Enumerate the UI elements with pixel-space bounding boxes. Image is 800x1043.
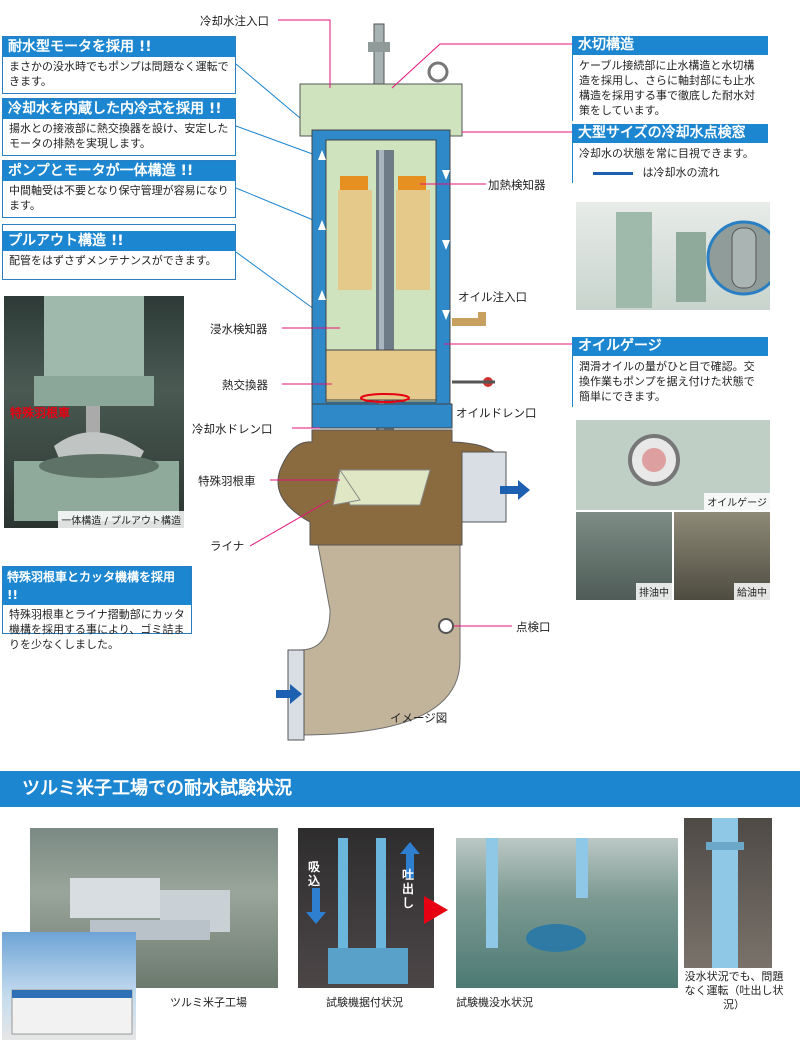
building-illustration [11,989,133,1035]
label-inspection-port: 点検口 [516,620,551,634]
caption-submerged: 試験機没水状況 [456,996,533,1009]
section-title: ツルミ米子工場での耐水試験状況 [0,771,800,807]
feature-box-impeller: 特殊羽根車とカッタ機構を採用 !! 特殊羽根車とライナ摺動部にカッタ機構を採用す… [2,566,192,651]
feature-title: 耐水型モータを採用 !! [3,37,235,57]
factory-building-photo [2,932,136,1040]
label-liner: ライナ [210,539,245,553]
feature-title: 特殊羽根車とカッタ機構を採用 !! [3,567,191,605]
feature-body: 潤滑オイルの量がひと目で確認。交換作業もポンプを据え付けた状態で簡単にできます。 [572,356,768,407]
feature-body: 中間軸受は不要となり保守管理が容易になります。 [9,184,229,212]
feature-title: 水切構造 [572,36,768,55]
feature-box-pullout: プルアウト構造 !! 配管をはずさずメンテナンスができます。 [2,224,236,280]
label-oil-inlet: オイル注入口 [458,290,527,304]
special-impeller-photo-label: 特殊羽根車 [10,406,71,420]
feature-body: 配管をはずさずメンテナンスができます。 [9,254,217,267]
feature-body: 揚水との接液部に熱交換器を設け、安定したモータの排熱を実現します。 [9,122,229,150]
feature-body-text: 冷却水の状態を常に目視できます。 [579,147,754,160]
feature-title: 大型サイズの冷却水点検窓 [572,124,768,143]
label-impeller: 特殊羽根車 [198,474,256,488]
oil-drain-photo: 排油中 [576,512,672,600]
feature-title: 冷却水を内蔵した内冷式を採用 !! [3,99,235,119]
label-heat-detector: 加熱検知器 [488,178,546,192]
label-oil-drain: オイルドレン口 [456,406,537,420]
submerged-photo [456,838,678,988]
feature-box-coolant-window: 大型サイズの冷却水点検窓 冷却水の状態を常に目視できます。 は冷却水の流れ [572,124,768,183]
discharge-label: 吐出し [402,868,415,910]
photo-caption: 一体構造 / プルアウト構造 [58,511,184,528]
submerged-illustration [486,838,588,952]
label-coolant-inlet: 冷却水注入口 [200,14,269,28]
pump-cross-section-diagram [235,19,572,741]
installation-illustration [306,838,420,984]
feature-box-cooling: 冷却水を内蔵した内冷式を採用 !! 揚水との接液部に熱交換器を設け、安定したモー… [2,98,236,156]
feature-title: オイルゲージ [572,337,768,356]
feature-box-oil-gauge: オイルゲージ 潤滑オイルの量がひと目で確認。交換作業もポンプを据え付けた状態で簡… [572,337,768,407]
coolant-flow-legend: は冷却水の流れ [579,165,762,180]
feature-title: プルアウト構造 !! [3,231,235,251]
caption-factory: ツルミ米子工場 [170,996,247,1009]
feature-box-integrated: ポンプとモータが一体構造 !! 中間軸受は不要となり保守管理が容易になります。 [2,160,236,218]
oil-drain-tag: 排油中 [636,583,672,600]
oil-fill-photo: 給油中 [674,512,770,600]
legend-text: は冷却水の流れ [642,166,720,179]
pump-photo: 特殊羽根車 一体構造 / プルアウト構造 [4,296,184,528]
flow-arrow-icon [593,171,633,175]
next-arrow-icon [424,896,448,924]
feature-body: ケーブル接続部に止水構造と水切構造を採用し、さらに軸封部にも止水構造を採用する事… [572,55,768,121]
discharge-illustration [706,818,744,968]
coolant-window-illustration [616,212,770,308]
label-immersion-detector: 浸水検知器 [210,322,268,336]
feature-body: 特殊羽根車とライナ摺動部にカッタ機構を採用する事により、ゴミ詰まりを少なくしまし… [9,608,185,651]
intake-label: 吸込 [308,860,321,888]
feature-box-water-cut: 水切構造 ケーブル接続部に止水構造と水切構造を採用し、さらに軸封部にも止水構造を… [572,36,768,121]
label-image-note: イメージ図 [390,711,448,725]
coolant-window-photo [576,202,770,310]
oil-gauge-tag: オイルゲージ [704,493,770,510]
label-heat-exchanger: 熱交換器 [222,378,268,392]
oil-gauge-photo: オイルゲージ [576,420,770,510]
discharge-note: 没水状況でも、問題なく運転（吐出し状況） [684,970,784,1011]
oil-gauge-illustration [628,434,680,486]
feature-box-motor: 耐水型モータを採用 !! まさかの没水時でもポンプは問題なく運転できます。 [2,36,236,94]
label-coolant-drain: 冷却水ドレン口 [192,422,273,436]
oil-fill-tag: 給油中 [734,583,770,600]
feature-body: まさかの没水時でもポンプは問題なく運転できます。 [9,60,229,88]
caption-installation: 試験機据付状況 [326,996,403,1009]
installation-photo: 吸込 吐出し [298,828,434,988]
feature-body: 冷却水の状態を常に目視できます。 は冷却水の流れ [572,143,768,183]
feature-title: ポンプとモータが一体構造 !! [3,161,235,181]
discharge-photo [684,818,772,968]
